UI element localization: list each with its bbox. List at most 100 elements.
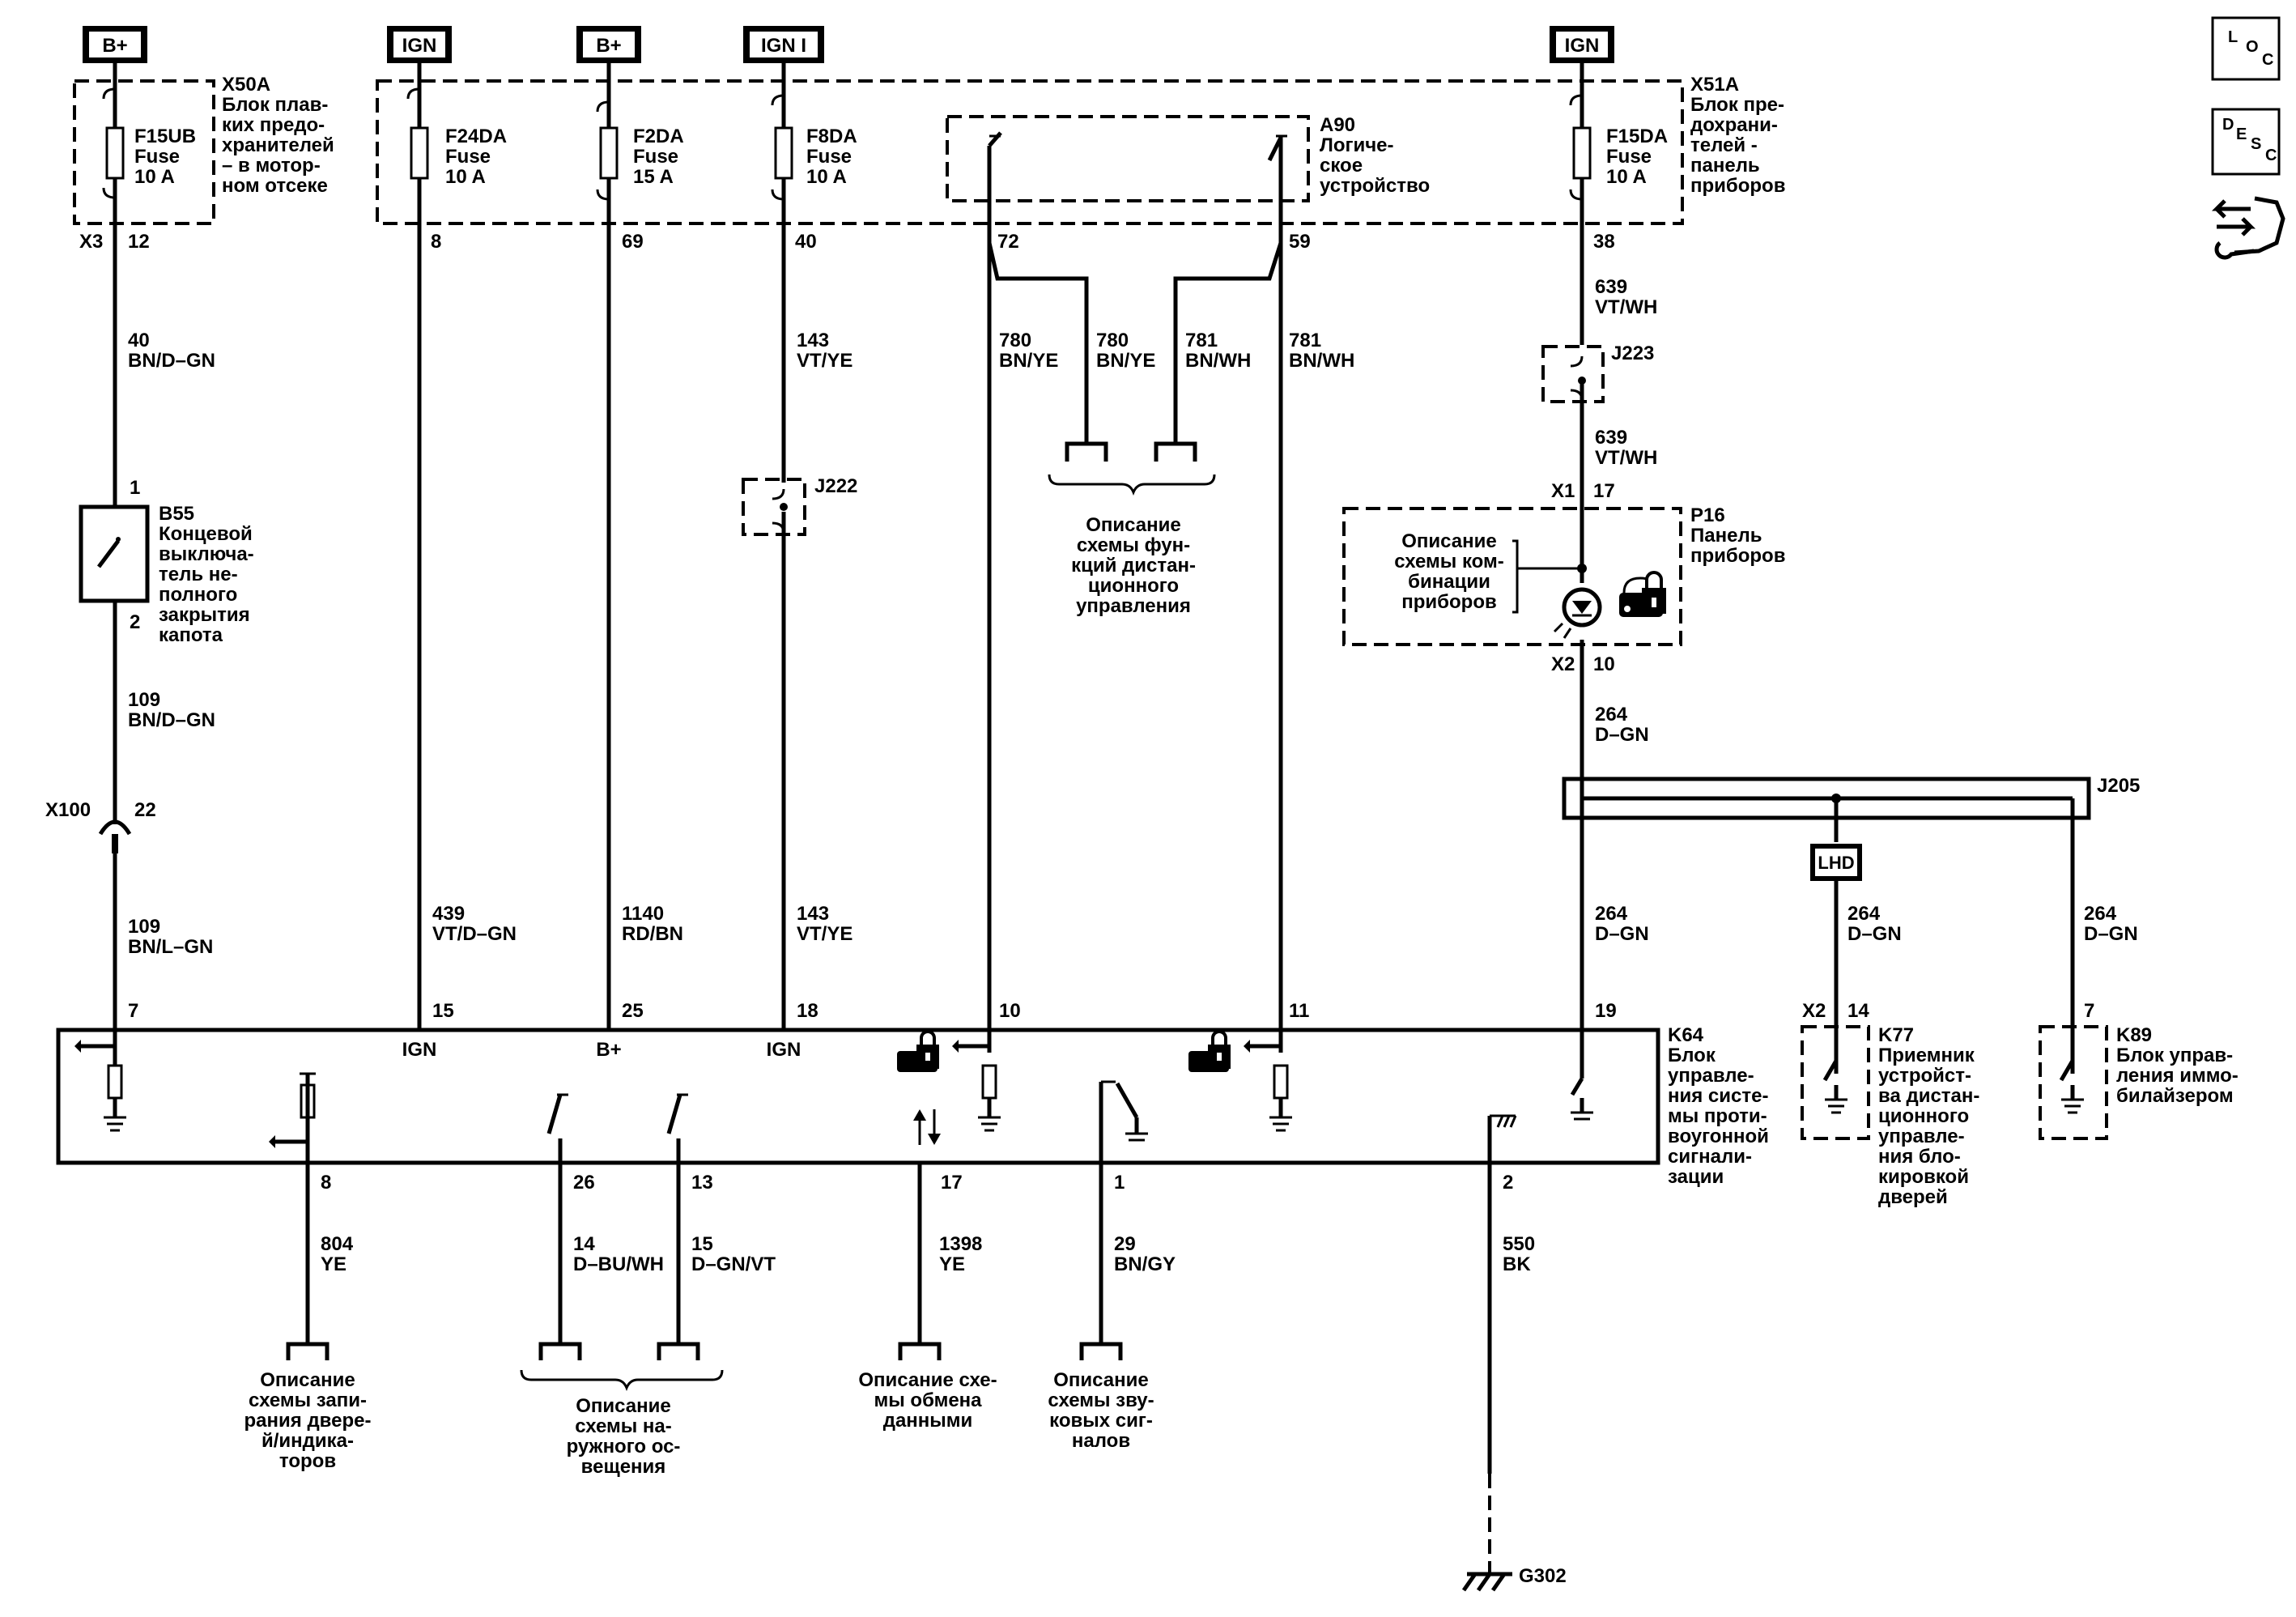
svg-text:B+: B+ [596,1039,621,1061]
svg-text:BN/D–GN: BN/D–GN [128,709,215,731]
svg-text:26: 26 [573,1172,595,1194]
svg-text:264: 264 [1595,704,1628,726]
svg-text:ское: ское [1320,155,1363,177]
svg-text:схемы ком-: схемы ком- [1394,551,1504,572]
wire-labels: 40 BN/D–GN 109 BN/D–GN 109 BN/L–GN 439 V… [128,276,2138,958]
p16-x1: X1 [1551,480,1575,502]
svg-text:1398: 1398 [939,1233,982,1255]
svg-text:BN/D–GN: BN/D–GN [128,350,215,372]
fuse-f8da: F8DA Fuse 10 A [771,63,857,201]
svg-text:мы обмена: мы обмена [874,1389,982,1411]
power-source-b-plus-2: B+ [576,26,641,63]
svg-text:дверей: дверей [1878,1186,1948,1208]
f24da-pin: 8 [431,231,441,253]
data-exchange-description: Описание схе- мы обмена данными [858,1369,997,1432]
svg-text:804: 804 [321,1233,354,1255]
svg-text:Fuse: Fuse [806,146,852,168]
svg-text:ва дистан-: ва дистан- [1878,1085,1979,1107]
svg-text:BN/L–GN: BN/L–GN [128,936,213,958]
b55-pin-top: 1 [130,477,140,499]
svg-text:C: C [2265,147,2277,164]
svg-text:билайзером: билайзером [2116,1085,2234,1107]
svg-text:капота: капота [159,624,223,646]
splice-j222: J222 [742,475,857,536]
svg-text:приборов: приборов [1690,175,1785,197]
svg-text:– в мотор-: – в мотор- [222,155,321,177]
svg-text:воугонной: воугонной [1668,1126,1769,1147]
svg-text:143: 143 [797,903,829,925]
remote-control-branch [987,242,1283,496]
svg-text:C: C [2262,51,2273,69]
svg-text:Блок управ-: Блок управ- [2116,1045,2233,1066]
svg-text:17: 17 [941,1172,963,1194]
svg-text:рания двере-: рания двере- [244,1410,372,1432]
svg-text:F15UB: F15UB [134,126,196,147]
p16-x2: X2 [1551,653,1575,675]
svg-text:ния систе-: ния систе- [1668,1085,1768,1107]
svg-text:E: E [2236,126,2247,143]
wrench-hand-icon[interactable] [2211,196,2285,260]
svg-text:Описание: Описание [1086,514,1181,536]
svg-text:780: 780 [1096,330,1129,351]
lhd-label: LHD [1818,853,1854,873]
power-source-label: B+ [102,35,127,57]
svg-text:кировкой: кировкой [1878,1166,1969,1188]
svg-text:мы проти-: мы проти- [1668,1105,1767,1127]
x51a-pin: 38 [1593,231,1615,253]
svg-text:Концевой: Концевой [159,523,253,545]
svg-text:ном отсеке: ном отсеке [222,175,328,197]
b55-hood-switch: 1 2 B55 Концевой выключа- тель не- полно… [79,477,254,646]
p16-instrument-panel: X1 17 X2 10 P16 Панель приборов Описание… [1342,480,1785,675]
svg-text:K64: K64 [1668,1024,1704,1046]
svg-text:Логиче-: Логиче- [1320,134,1394,156]
svg-text:P16: P16 [1690,504,1725,526]
svg-text:X50A: X50A [222,74,270,96]
svg-text:управле-: управле- [1878,1126,1965,1147]
bottom-wires [286,1163,1512,1592]
fuse-f15ub: F15UB Fuse 10 A [102,63,196,199]
svg-text:й/индика-: й/индика- [261,1430,354,1452]
svg-text:хранителей: хранителей [222,134,334,156]
svg-text:13: 13 [691,1172,713,1194]
svg-text:29: 29 [1114,1233,1136,1255]
svg-text:VT/YE: VT/YE [797,350,852,372]
svg-text:Fuse: Fuse [445,146,491,168]
svg-text:B55: B55 [159,503,194,525]
svg-text:торов: торов [279,1450,336,1472]
svg-text:тель не-: тель не- [159,564,238,585]
indicator-lamp-icon [1562,587,1602,628]
svg-text:Блок: Блок [1668,1045,1716,1066]
x50a-connector: X3 [79,231,103,253]
svg-text:439: 439 [432,903,465,925]
svg-text:ционного: ционного [1088,575,1179,597]
svg-text:D–GN: D–GN [2084,923,2138,945]
svg-text:25: 25 [622,1000,644,1022]
svg-text:зации: зации [1668,1166,1724,1188]
svg-text:18: 18 [797,1000,818,1022]
a90-label: A90 Логиче- ское устройство [1320,114,1430,197]
svg-text:J222: J222 [814,475,857,497]
svg-text:109: 109 [128,689,160,711]
svg-text:22: 22 [134,799,156,821]
svg-text:вещения: вещения [581,1456,666,1478]
power-source-ign-2: IGN [1550,26,1614,63]
svg-text:Fuse: Fuse [633,146,678,168]
svg-text:143: 143 [797,330,829,351]
svg-text:8: 8 [321,1172,331,1194]
svg-text:781: 781 [1185,330,1218,351]
description-icon[interactable]: D E S C [2211,108,2281,176]
a90-switch-left [987,131,1002,177]
x50a-pin: 12 [128,231,150,253]
svg-text:639: 639 [1595,427,1627,449]
b55-pin-bottom: 2 [130,611,140,633]
svg-text:15 A: 15 A [633,166,674,188]
location-icon[interactable]: L O C [2211,16,2281,81]
svg-text:данными: данными [883,1410,973,1432]
svg-text:VT/YE: VT/YE [797,923,852,945]
svg-text:7: 7 [2084,1000,2094,1022]
svg-text:781: 781 [1289,330,1321,351]
svg-text:19: 19 [1595,1000,1617,1022]
power-source-ign-i: IGN I [743,26,824,63]
svg-text:бинации: бинации [1408,571,1490,593]
